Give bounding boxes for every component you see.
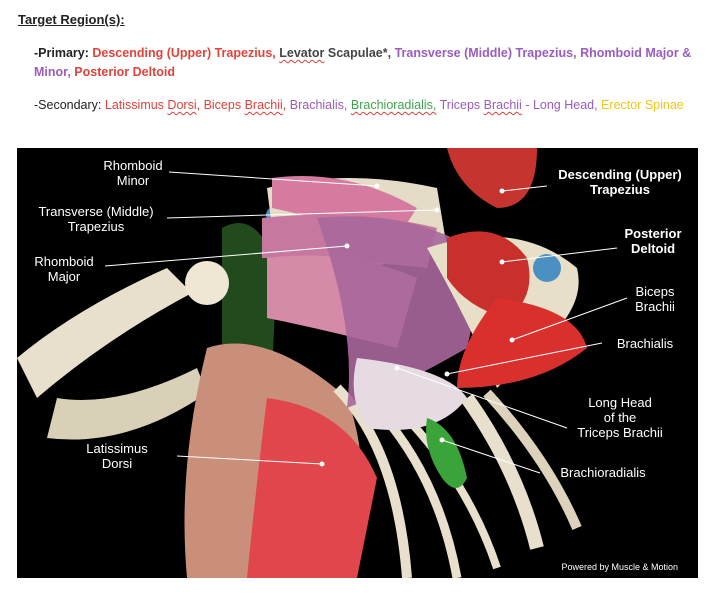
primary-item-rhomboids: Rhomboid Major & Minor, xyxy=(34,46,692,79)
comma: , xyxy=(282,98,287,112)
secondary-label: -Secondary: xyxy=(34,98,102,112)
label-rhomboid-minor: Rhomboid Minor xyxy=(103,158,163,188)
secondary-item-triceps-brachii: Brachii xyxy=(483,98,522,112)
primary-item-levator: Levator xyxy=(279,46,325,60)
label-latissimus-dorsi: Latissimus Dorsi xyxy=(86,441,148,471)
primary-label: -Primary: xyxy=(34,46,89,60)
label-rhomboid-major: Rhomboid Major xyxy=(34,254,94,284)
label-upper-trapezius: Descending (Upper) Trapezius xyxy=(558,167,682,197)
secondary-item-erector-spinae: Erector Spinae xyxy=(601,98,684,112)
label-triceps-long-head: Long Head of the Triceps Brachii xyxy=(577,395,663,440)
label-biceps-brachii: Biceps Brachii xyxy=(635,284,675,314)
primary-item-posterior-deltoid: Posterior Deltoid xyxy=(74,65,176,79)
secondary-item-biceps: Biceps xyxy=(203,98,245,112)
primary-item-scapulae: Scapulae*, xyxy=(324,46,392,60)
label-brachialis: Brachialis xyxy=(616,336,674,351)
label-brachioradialis: Brachioradialis xyxy=(560,465,646,480)
credit-text: Powered by Muscle & Motion xyxy=(561,562,678,572)
secondary-item-brachialis: Brachialis, xyxy=(289,98,348,112)
primary-item-upper-trapezius: Descending (Upper) Trapezius, xyxy=(92,46,276,60)
primary-targets: -Primary: Descending (Upper) Trapezius, … xyxy=(34,44,694,82)
secondary-item-dorsi: Dorsi xyxy=(167,98,197,112)
anatomy-figure: Rhomboid Minor Transverse (Middle) Trape… xyxy=(17,148,698,578)
label-transverse-trapezius: Transverse (Middle) Trapezius xyxy=(38,204,154,234)
comma: , xyxy=(196,98,201,112)
secondary-item-brachii: Brachii xyxy=(244,98,283,112)
secondary-targets: -Secondary: Latissimus Dorsi, Biceps Bra… xyxy=(34,96,694,115)
anatomy-illustration xyxy=(17,148,698,578)
secondary-item-long-head: - Long Head, xyxy=(521,98,598,112)
secondary-item-latissimus: Latissimus xyxy=(104,98,168,112)
secondary-item-brachioradialis: Brachioradialis, xyxy=(350,98,437,112)
page-heading: Target Region(s): xyxy=(18,12,125,27)
label-posterior-deltoid: Posterior Deltoid xyxy=(624,226,682,256)
primary-item-middle-trapezius: Transverse (Middle) Trapezius, xyxy=(394,46,577,60)
secondary-item-triceps: Triceps xyxy=(439,98,484,112)
